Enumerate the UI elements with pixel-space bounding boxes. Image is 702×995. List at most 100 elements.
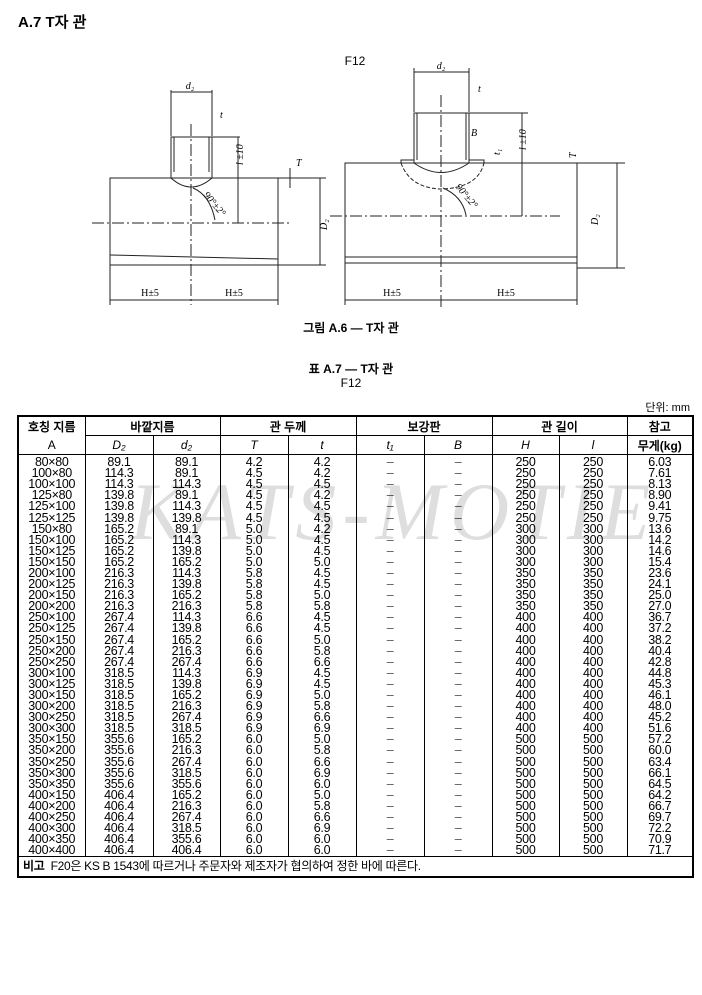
table-cell: 5.8 [219, 589, 289, 601]
table-cell: 200×125 [17, 578, 85, 590]
table-cell: 216.3 [152, 644, 221, 657]
table-cell: – [355, 667, 425, 679]
table-cell: 5.8 [219, 578, 289, 590]
table-cell: 318.5 [152, 822, 221, 834]
table-cell: 355.6 [84, 744, 153, 757]
table-cell: 4.2 [287, 454, 357, 468]
table-cell: 500 [491, 766, 560, 779]
table-cell: 24.1 [626, 578, 694, 590]
table-cell: – [355, 789, 425, 801]
table-cell: 25.0 [626, 589, 694, 601]
table-cell: – [355, 589, 425, 601]
table-cell: – [423, 511, 493, 524]
table-cell: 165.2 [84, 533, 153, 546]
table-cell: 300×200 [17, 700, 85, 712]
table-cell: 216.3 [84, 589, 153, 601]
header-outer-diameter: 바깥지름 [84, 416, 221, 436]
table-cell: 9.41 [626, 500, 694, 513]
table-cell: – [355, 622, 425, 635]
table-cell: 139.8 [152, 544, 221, 557]
table-cell: 250×150 [17, 633, 85, 646]
table-cell: – [355, 467, 425, 479]
table-cell: – [355, 689, 425, 701]
table-cell: 216.3 [152, 700, 221, 712]
table-cell: 6.6 [219, 644, 289, 657]
table-cell: 66.1 [626, 766, 694, 779]
table-cell: – [423, 755, 493, 768]
table-cell: 38.2 [626, 633, 694, 646]
table-cell: 6.9 [219, 689, 289, 701]
table-cell: 267.4 [152, 811, 221, 823]
table-caption: 표 A.7 — T자 관 [308, 362, 394, 376]
table-cell: 125×125 [17, 511, 85, 524]
table-cell: 139.8 [84, 500, 153, 513]
table-cell: 250 [491, 478, 560, 491]
header-length: 관 길이 [491, 416, 628, 436]
table-cell: 6.0 [219, 766, 289, 779]
table-cell: 9.75 [626, 511, 694, 524]
table-cell: – [355, 644, 425, 657]
figure-label: F12 [345, 54, 366, 68]
subheader: d₂ [152, 435, 221, 455]
table-cell: 400×250 [17, 811, 85, 823]
table-cell: 400 [491, 667, 560, 679]
table-cell: – [355, 844, 425, 857]
table-cell: 216.3 [84, 567, 153, 579]
table-cell: 300×150 [17, 689, 85, 701]
table-cell: 5.0 [219, 522, 289, 535]
table-cell: 267.4 [152, 755, 221, 768]
table-cell: 40.4 [626, 644, 694, 657]
table-cell: – [423, 844, 493, 857]
table-cell: – [423, 578, 493, 590]
table-cell: 500 [491, 744, 560, 757]
table-cell: 6.0 [287, 833, 357, 846]
table-cell: 267.4 [84, 633, 153, 646]
table-cell: 13.6 [626, 522, 694, 535]
table-cell: – [355, 711, 425, 724]
table-cell: 300 [558, 556, 628, 568]
table-cell: 200×200 [17, 600, 85, 613]
table-cell: – [355, 556, 425, 568]
svg-text:90°±2°: 90°±2° [453, 182, 480, 211]
table-cell: 71.7 [626, 844, 694, 857]
header-reinforcement: 보강판 [355, 416, 493, 436]
table-cell: 165.2 [84, 556, 153, 568]
table-cell: 7.61 [626, 467, 694, 479]
table-cell: 89.1 [152, 522, 221, 535]
table-cell: 48.0 [626, 700, 694, 712]
figure-caption: 그림 A.6 — T자 관 [303, 321, 399, 335]
table-cell: 300 [558, 522, 628, 535]
table-cell: 4.2 [219, 454, 289, 468]
table-cell: – [423, 722, 493, 735]
svg-text:l ±10: l ±10 [518, 129, 529, 150]
table-cell: 267.4 [84, 622, 153, 635]
table-cell: 400 [558, 644, 628, 657]
table-cell: – [423, 544, 493, 557]
table-cell: 406.4 [84, 833, 153, 846]
table-cell: 355.6 [84, 733, 153, 746]
table-cell: 150×150 [17, 556, 85, 568]
table-cell: – [423, 644, 493, 657]
table-cell: 500 [558, 833, 628, 846]
table-cell: 318.5 [84, 711, 153, 724]
table-cell: 250 [558, 489, 628, 502]
table-cell: 6.9 [219, 678, 289, 690]
table-cell: 500 [491, 789, 560, 801]
table-cell: – [355, 733, 425, 746]
subheader: t₁ [355, 435, 425, 455]
table-cell: 6.9 [219, 722, 289, 735]
table-cell: 5.0 [287, 556, 357, 568]
table-cell: 500 [491, 733, 560, 746]
table-cell: 250 [491, 467, 560, 479]
table-cell: 500 [491, 833, 560, 846]
table-cell: 4.5 [287, 544, 357, 557]
table-cell: 114.3 [152, 567, 221, 579]
